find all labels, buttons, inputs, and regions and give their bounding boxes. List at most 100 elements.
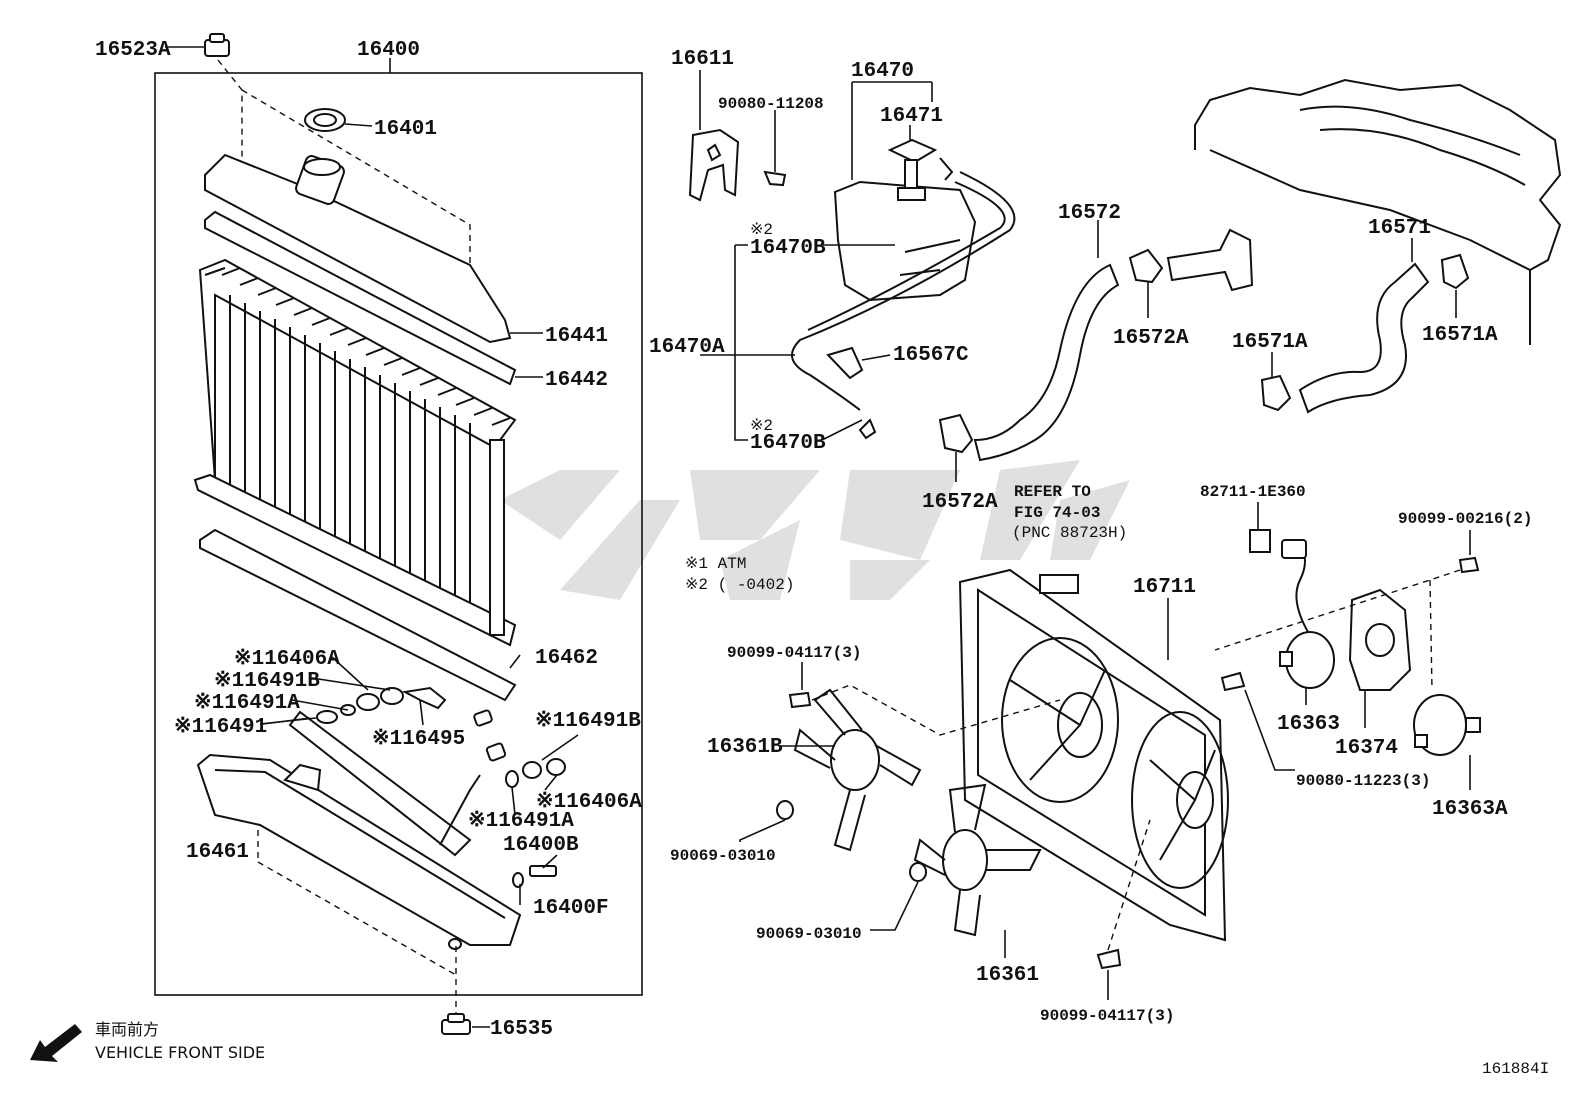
lower-gasket-16462 [199, 528, 517, 702]
label-16470A: 16470A [649, 336, 725, 359]
label-16461: 16461 [186, 841, 249, 864]
bolt-90099-04117-lower [1096, 948, 1122, 970]
oil-cooler-tube-16491 [288, 710, 472, 857]
label-16491: ※116491 [174, 715, 267, 739]
label-16711: 16711 [1133, 576, 1196, 599]
refer-line-1: REFER TO [1014, 483, 1091, 501]
label-16470B-lower: 16470B [750, 432, 826, 455]
label-90080-11223: 90080-11223(3) [1296, 772, 1430, 790]
hose-clamp-16572A-lower [938, 413, 974, 454]
fan-shroud-16711 [958, 568, 1227, 942]
label-16571A-left: 16571A [1232, 331, 1308, 354]
label-90099-00216: 90099-00216(2) [1398, 510, 1532, 528]
label-16470: 16470 [851, 60, 914, 83]
union-16495 [401, 686, 447, 710]
mark-16470B-upper: ※2 [750, 221, 773, 239]
label-16571A-right: 16571A [1422, 324, 1498, 347]
label-16442: 16442 [545, 369, 608, 392]
orientation-label-en: VEHICLE FRONT SIDE [95, 1043, 265, 1062]
label-16567C: 16567C [893, 344, 969, 367]
engine-outline [1194, 78, 1562, 345]
radiator-hoses [938, 78, 1562, 482]
filler-gasket-16401 [304, 108, 346, 132]
upper-tank-16441 [204, 153, 512, 344]
motor-connector [1281, 539, 1307, 559]
diagram-id: 161884I [1482, 1060, 1549, 1078]
nut-90069-03010-b [909, 862, 927, 882]
label-16363A: 16363A [1432, 798, 1508, 821]
reservoir-cap-16471 [887, 138, 938, 164]
label-16572: 16572 [1058, 202, 1121, 225]
bolt-90080-11223 [1220, 671, 1246, 692]
label-16400B: 16400B [503, 834, 579, 857]
label-16406A-upper: ※116406A [234, 647, 340, 671]
note-serial-range: ※2 ( -0402) [685, 576, 794, 594]
lower-tank-16461 [196, 753, 522, 946]
label-16491A-lower: ※116491A [468, 809, 574, 833]
upper-gasket-16442 [204, 210, 517, 386]
refer-line-3: (PNC 88723H) [1012, 524, 1127, 542]
hose-clamp-16572A-upper [1128, 248, 1164, 284]
label-90099-04117-lower: 90099-04117(3) [1040, 1007, 1174, 1025]
mark-16470B-lower: ※2 [750, 417, 773, 435]
overflow-hose-16470A [791, 171, 1016, 411]
radiator-assembly [154, 33, 643, 1035]
nut-90069-03010-a [776, 800, 794, 820]
hose-clamp-16571A-left [1260, 374, 1292, 412]
label-16471: 16471 [880, 105, 943, 128]
label-16400F: 16400F [533, 897, 609, 920]
label-90080-11208: 90080-11208 [718, 95, 824, 113]
label-16361B: 16361B [707, 736, 783, 759]
bolt-90080-11208 [763, 170, 787, 187]
label-16571: 16571 [1368, 217, 1431, 240]
cooling-fan-16361 [913, 783, 1042, 958]
clamp-16567C [826, 346, 864, 380]
vehicle-front-arrow [30, 1024, 82, 1062]
motor-bracket-16374 [1348, 588, 1412, 691]
radiator-assembly-frame [154, 72, 643, 996]
fan-motor-16363 [1285, 631, 1335, 689]
label-16462: 16462 [535, 647, 598, 670]
cooling-fan-16361B [780, 688, 922, 852]
lower-hose-16571 [1298, 262, 1430, 414]
label-16491B-lower: ※116491B [535, 709, 641, 733]
label-16406A-lower: ※116406A [536, 790, 642, 814]
part-labels: 16523A 16400 16401 16441 16442 16462 ※11… [95, 39, 1549, 1078]
refer-line-2: FIG 74-03 [1014, 504, 1100, 522]
radiator-core [193, 258, 517, 647]
label-16495: ※116495 [372, 727, 465, 751]
label-16401: 16401 [374, 118, 437, 141]
label-16400: 16400 [357, 39, 420, 62]
label-16374: 16374 [1335, 737, 1398, 760]
orientation-label-jp: 車両前方 [95, 1020, 159, 1039]
label-plate [1039, 574, 1079, 594]
label-90069-03010-a: 90069-03010 [670, 847, 776, 865]
label-16535: 16535 [490, 1018, 553, 1041]
label-16572A-lower: 16572A [922, 491, 998, 514]
label-16361: 16361 [976, 964, 1039, 987]
label-16491B-upper: ※116491B [214, 669, 320, 693]
label-16611: 16611 [671, 48, 734, 71]
label-90069-03010-b: 90069-03010 [756, 925, 862, 943]
label-16572A-upper: 16572A [1113, 327, 1189, 350]
label-82711-1E360: 82711-1E360 [1200, 483, 1306, 501]
note-atm: ※1 ATM [685, 555, 746, 573]
label-16363: 16363 [1277, 713, 1340, 736]
bolt-90099-04117-upper [788, 691, 812, 709]
reservoir-area [688, 70, 1016, 441]
fan-shroud-assembly [739, 502, 1481, 1000]
upper-hose-16572 [973, 263, 1120, 462]
watermark-logo [500, 460, 1130, 600]
bolt-90099-00216 [1458, 556, 1480, 574]
label-16491A-upper: ※116491A [194, 691, 300, 715]
hose-clamp-16571A-right [1440, 253, 1470, 290]
label-16523A: 16523A [95, 39, 171, 62]
label-16441: 16441 [545, 325, 608, 348]
label-16470B-upper: 16470B [750, 237, 826, 260]
bracket-16611 [688, 128, 740, 202]
label-90099-04117-upper: 90099-04117(3) [727, 644, 861, 662]
wiring-clamp-82711 [1249, 529, 1271, 553]
thermostat-housing [1166, 228, 1254, 292]
